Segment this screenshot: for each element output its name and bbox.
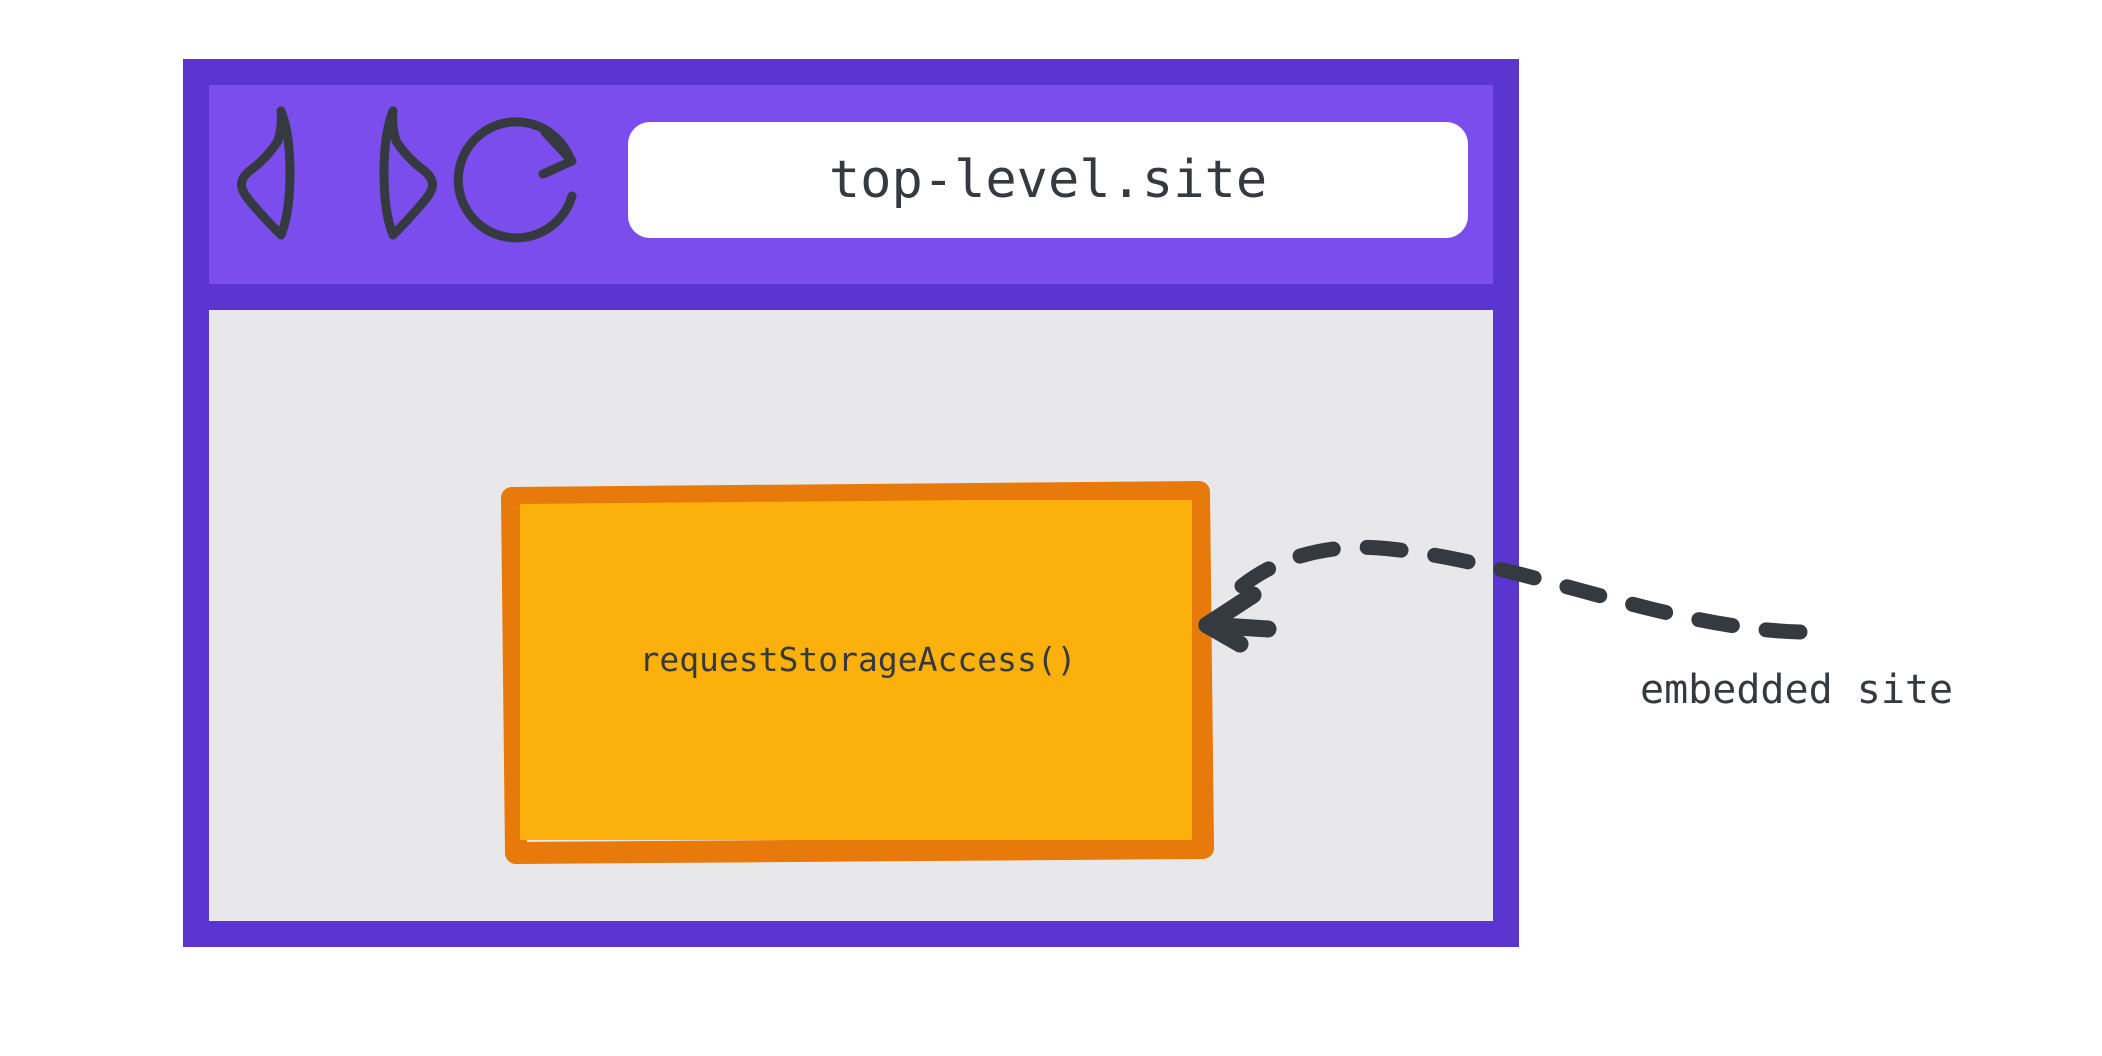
annotation-label: embedded site bbox=[1640, 667, 1954, 713]
embedded-frame-border-top bbox=[505, 484, 1207, 504]
browser-frame-border bbox=[183, 59, 1519, 947]
arrowhead bbox=[1198, 586, 1277, 653]
reload-icon[interactable] bbox=[453, 117, 577, 243]
address-bar[interactable] bbox=[628, 122, 1468, 238]
back-icon[interactable] bbox=[237, 106, 295, 240]
forward-icon[interactable] bbox=[379, 106, 437, 240]
address-bar-value[interactable]: top-level.site bbox=[828, 150, 1268, 210]
dashed-curve bbox=[1234, 539, 1808, 640]
annotation-arrow bbox=[1198, 539, 1808, 653]
embedded-frame-box[interactable] bbox=[501, 481, 1214, 864]
browser-window bbox=[183, 59, 1519, 947]
embedded-frame-fill bbox=[520, 500, 1192, 840]
embedded-frame-label: requestStorageAccess() bbox=[639, 640, 1077, 679]
